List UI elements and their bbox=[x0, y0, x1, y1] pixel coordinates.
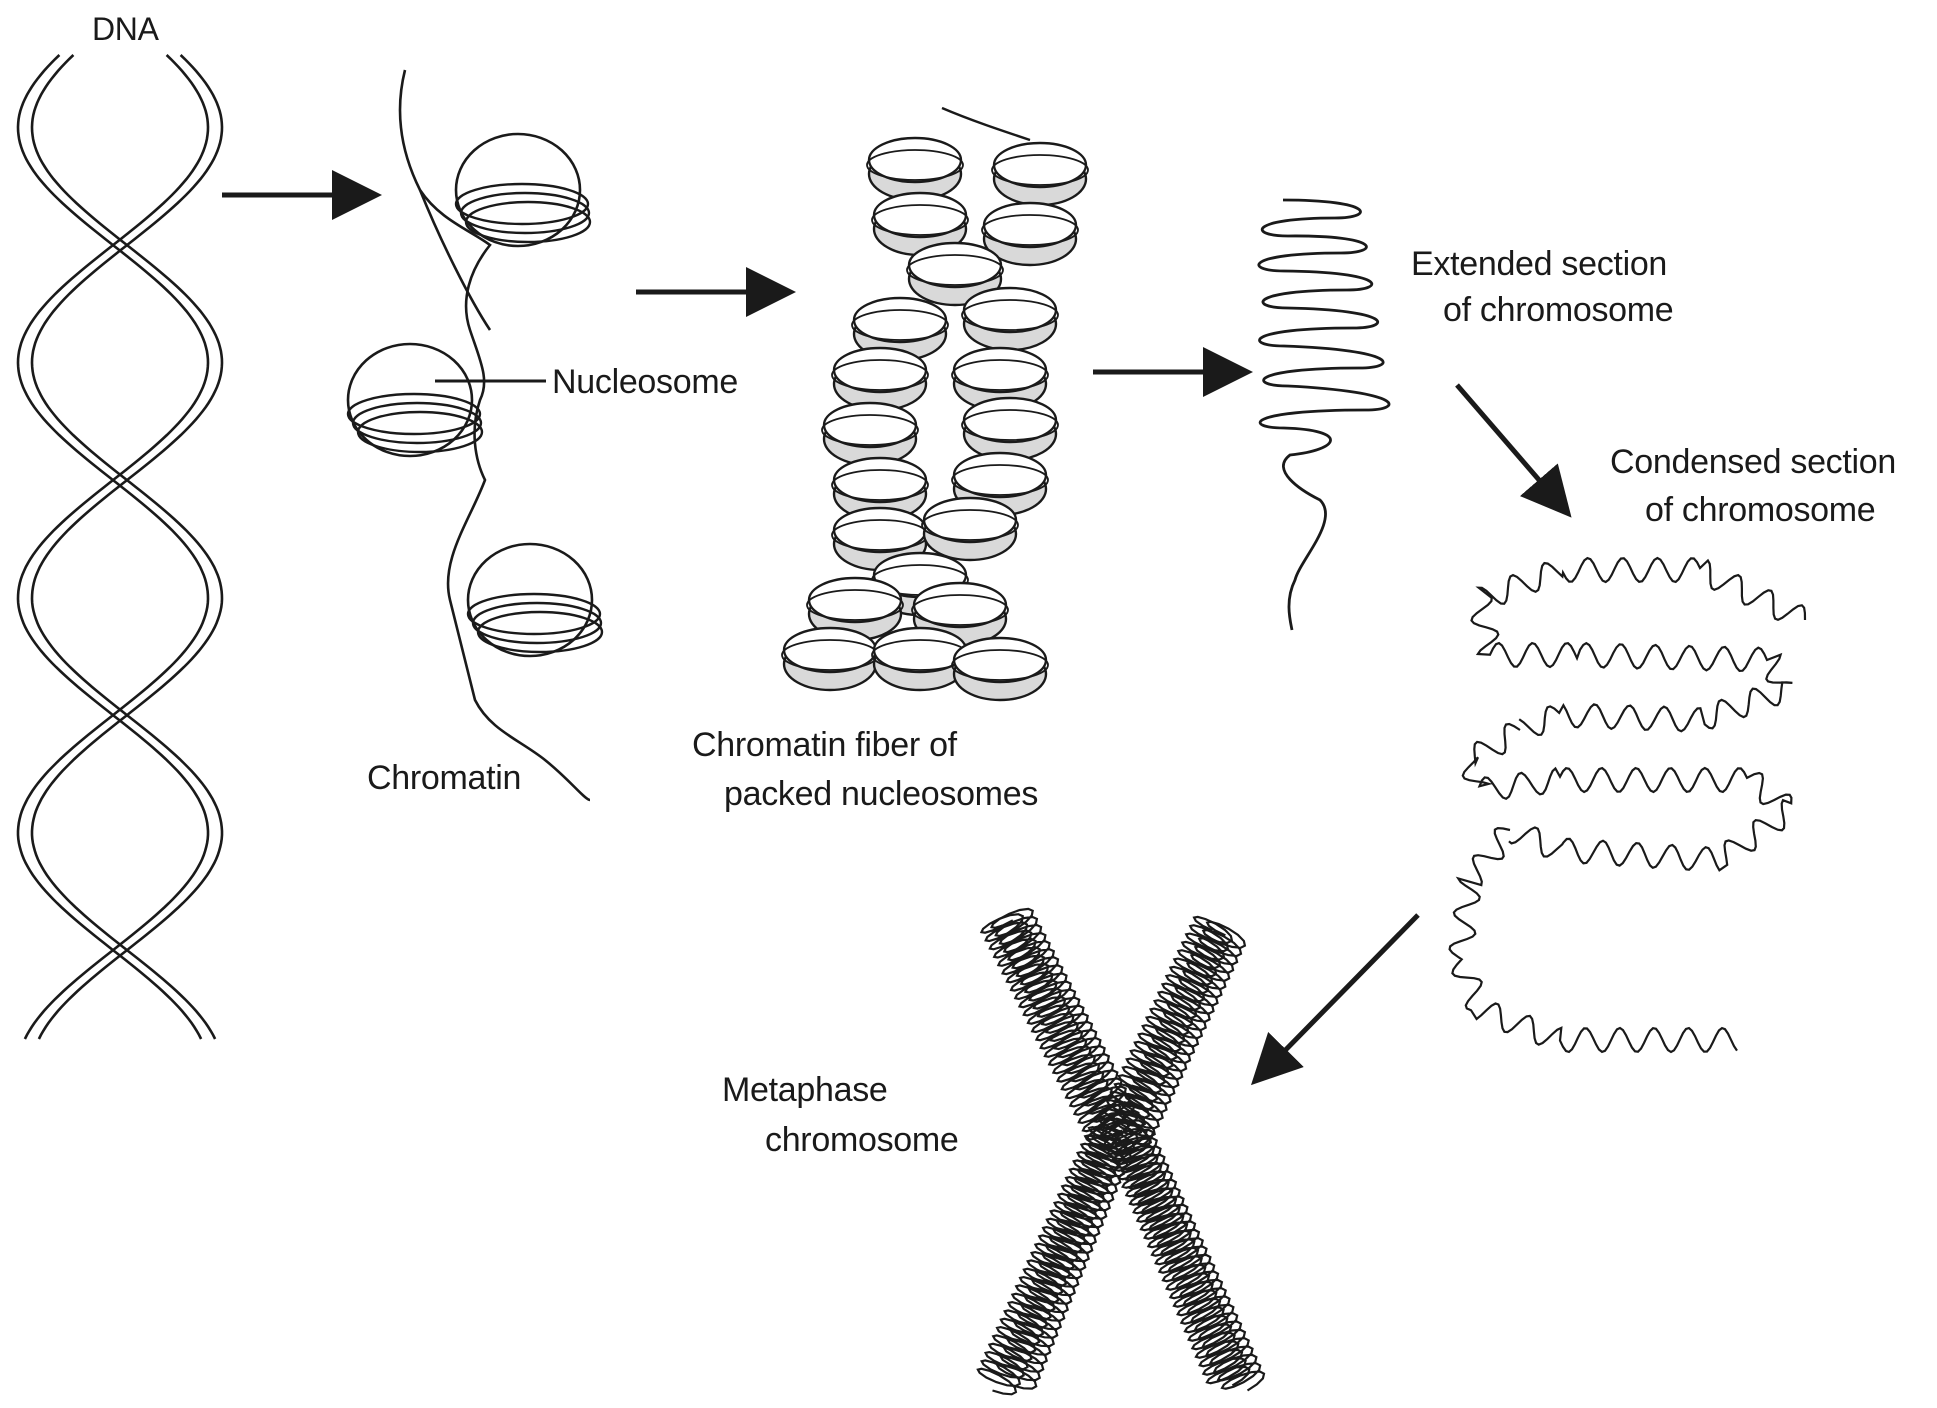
condensed-coil-middle bbox=[1463, 724, 1792, 870]
packed-nucleosome bbox=[867, 138, 963, 200]
condensed-coil-upper bbox=[1472, 558, 1806, 735]
fiber-label-line1: Chromatin fiber of bbox=[692, 725, 957, 766]
packed-nucleosome bbox=[962, 398, 1058, 460]
packed-nucleosome bbox=[962, 288, 1058, 350]
chromatin-fiber-packed-nucleosomes bbox=[782, 108, 1088, 700]
fiber-label-line2: packed nucleosomes bbox=[724, 774, 1038, 815]
chromatid-lower-left bbox=[997, 1118, 1137, 1389]
packed-nucleosome bbox=[832, 348, 928, 410]
condensed-chromosome-section bbox=[1450, 558, 1805, 1052]
nucleosome-bead bbox=[468, 544, 602, 656]
condensed-label-line2: of chromosome bbox=[1645, 490, 1875, 531]
arrow-extended-to-condensed bbox=[1457, 385, 1565, 510]
metaphase-label-line1: Metaphase bbox=[722, 1070, 888, 1111]
packed-nucleosome bbox=[952, 638, 1048, 700]
nucleosome-label: Nucleosome bbox=[552, 362, 738, 403]
extended-label-line1: Extended section bbox=[1411, 244, 1667, 285]
metaphase-chromosome-x bbox=[978, 909, 1264, 1394]
packed-nucleosome bbox=[822, 403, 918, 465]
dna-double-helix bbox=[18, 55, 222, 1039]
extended-chromosome-section bbox=[1259, 200, 1389, 630]
packed-nucleosome bbox=[782, 628, 878, 690]
chromatid-lower-left-pair bbox=[978, 1127, 1127, 1394]
fiber-top-strand bbox=[942, 108, 1030, 140]
arrow-condensed-to-metaphase bbox=[1258, 915, 1418, 1078]
extended-label-line2: of chromosome bbox=[1443, 290, 1673, 331]
chromatid-upper-left-pair bbox=[982, 914, 1129, 1140]
chromatin-label: Chromatin bbox=[367, 758, 521, 799]
condensed-label-line1: Condensed section bbox=[1610, 442, 1896, 483]
metaphase-label-line2: chromosome bbox=[765, 1120, 959, 1161]
chromatin-beads-on-string bbox=[348, 70, 602, 800]
nucleosome-bead bbox=[456, 134, 590, 246]
packed-nucleosome bbox=[922, 498, 1018, 560]
nucleosome-bead bbox=[348, 344, 482, 456]
chromatid-lower-right-pair bbox=[1111, 1130, 1264, 1391]
dna-label: DNA bbox=[92, 10, 159, 48]
packed-nucleosome bbox=[992, 143, 1088, 205]
condensed-coil-lower bbox=[1450, 828, 1737, 1052]
